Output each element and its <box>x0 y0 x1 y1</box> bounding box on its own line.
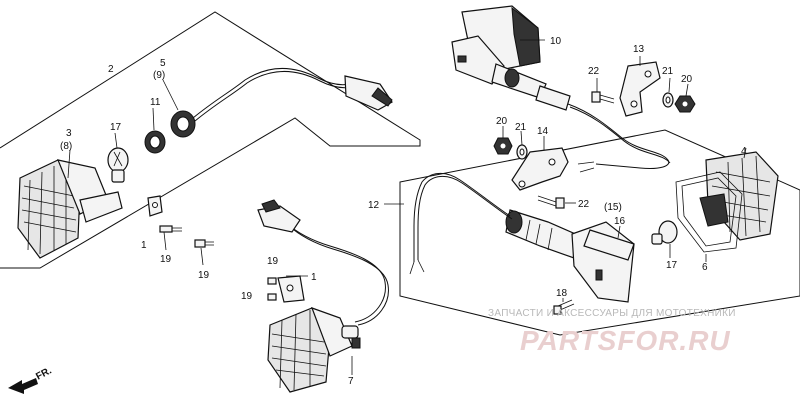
label-8: (8) <box>60 141 72 152</box>
label-3: 3 <box>66 128 72 139</box>
wire-right-lower <box>413 173 511 262</box>
screw-19a <box>159 225 182 233</box>
washer-21a <box>662 92 674 108</box>
label-10: 10 <box>550 36 562 47</box>
label-12: 12 <box>368 200 380 211</box>
stay-bracket-lower <box>277 275 305 303</box>
nut-20a <box>674 95 696 113</box>
leader-11 <box>152 107 155 131</box>
right-group-frame <box>399 129 800 336</box>
label-22b: 22 <box>578 199 590 210</box>
stay-right-mid <box>511 147 569 191</box>
gasket <box>675 171 743 253</box>
label-4: 4 <box>741 146 747 157</box>
label-9: (9) <box>153 70 165 81</box>
leader-4 <box>743 147 747 159</box>
label-22a: 22 <box>588 66 600 77</box>
front-direction-arrow: FR. <box>8 365 54 394</box>
bulb-right <box>651 220 678 245</box>
wire-right-upper <box>567 103 670 169</box>
label-13: 13 <box>633 44 645 55</box>
connector-left-upper <box>344 75 393 111</box>
label-2: 2 <box>108 64 114 75</box>
screw-19b <box>194 239 214 248</box>
arrow-icon <box>8 378 38 394</box>
label-14: 14 <box>537 126 549 137</box>
screw-18 <box>553 299 575 315</box>
wire-left-lower <box>284 221 386 323</box>
front-left-winker-lens <box>17 159 123 259</box>
wire-left-upper <box>192 68 351 119</box>
nut-20b <box>493 137 513 155</box>
washer-21b <box>516 144 528 160</box>
label-21a: 21 <box>662 66 674 77</box>
label-15: (15) <box>604 202 622 213</box>
rear-left-winker <box>267 307 361 393</box>
leader-20a <box>685 83 689 97</box>
leader-19a <box>163 231 167 251</box>
label-18: 18 <box>556 288 568 299</box>
label-6: 6 <box>702 262 708 273</box>
leader-19b <box>200 247 204 266</box>
label-16: 16 <box>614 216 626 227</box>
connector-left-lower <box>257 199 301 233</box>
leader-3 <box>67 149 71 179</box>
label-17b: 17 <box>666 260 678 271</box>
label-19a: 19 <box>160 254 172 265</box>
screw-19c <box>267 277 277 285</box>
watermark-caption: ЗАПЧАСТИ И АКСЕССУАРЫ ДЛЯ МОТОТЕХНИКИ <box>488 308 736 319</box>
screw-19d <box>267 293 277 301</box>
label-20b: 20 <box>496 116 508 127</box>
leader-16 <box>617 225 621 239</box>
stay-right-upper <box>619 61 661 117</box>
label-1a: 1 <box>141 240 147 251</box>
front-right-winker <box>451 5 571 111</box>
bolt-22b <box>537 195 565 209</box>
label-20a: 20 <box>681 74 693 85</box>
socket-rubber <box>144 110 196 154</box>
bulb-left <box>107 147 129 183</box>
label-19c: 19 <box>267 256 279 267</box>
label-1b: 1 <box>311 272 317 283</box>
rear-right-winker <box>505 209 635 303</box>
leader-21a <box>668 77 671 93</box>
label-7: 7 <box>348 376 354 387</box>
leader-21b <box>520 130 523 146</box>
leader-17a <box>114 132 118 149</box>
bolt-22a <box>591 91 615 104</box>
stay-bracket-upper <box>147 195 163 217</box>
label-17a: 17 <box>110 122 122 133</box>
watermark-logo: PARTSFOR.RU <box>520 325 731 356</box>
direction-label: FR. <box>34 365 54 382</box>
label-11: 11 <box>150 97 161 108</box>
label-19b: 19 <box>198 270 210 281</box>
left-group-frame <box>0 11 421 269</box>
label-19d: 19 <box>241 291 253 302</box>
leader-5 <box>162 79 179 111</box>
label-21b: 21 <box>515 122 527 133</box>
label-5: 5 <box>160 58 166 69</box>
